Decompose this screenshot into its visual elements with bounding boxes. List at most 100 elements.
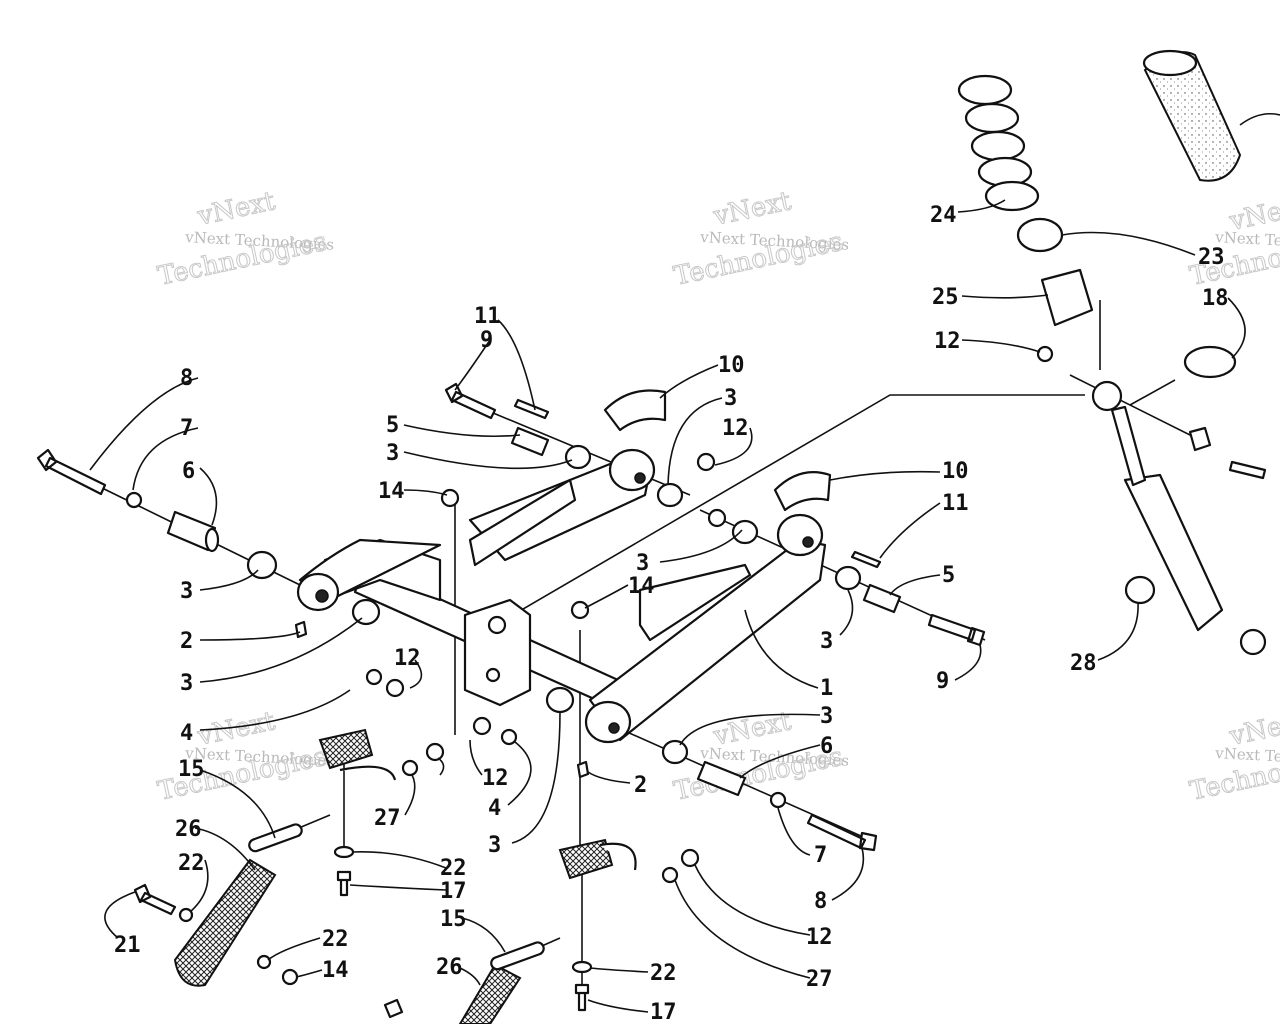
nut-12-f [680, 848, 700, 868]
callout-26: 26 [175, 817, 202, 842]
leader-lines [89, 112, 1280, 1013]
nut-12-g [1036, 345, 1054, 363]
spacer-5-lower [862, 583, 902, 614]
adjuster-ring-18 [1183, 345, 1237, 379]
callout-3: 3 [820, 704, 833, 729]
callout-2: 2 [634, 773, 647, 798]
cap-10-lower [773, 471, 832, 512]
bolt-17-left [336, 870, 352, 897]
callout-6: 6 [182, 459, 195, 484]
strap-pad-left [318, 728, 374, 770]
callout-3: 3 [180, 671, 193, 696]
svg-text:vNext: vNext [710, 186, 794, 232]
bolt-8-left [36, 448, 107, 496]
callout-labels: 8 7 6 3 2 3 4 11 9 5 3 14 10 3 12 10 11 … [114, 203, 1229, 1024]
callout-5: 5 [942, 563, 955, 588]
callout-22: 22 [440, 856, 467, 881]
bushing-3-e [731, 519, 759, 545]
spacer-5-upper [510, 426, 550, 457]
watermark-group: vNext vNext Technologies Technologies vN… [155, 186, 1280, 808]
callout-17: 17 [650, 1000, 677, 1024]
bushing-3-a [246, 550, 278, 580]
callout-12: 12 [934, 329, 961, 354]
center-bracket-hole [487, 615, 507, 635]
strap-loop-right [599, 842, 637, 871]
watermark-top-right: vNext vNext Technologies Technologies [1187, 191, 1280, 293]
slide-15-right [490, 941, 545, 971]
callout-26: 26 [436, 955, 463, 980]
callout-25: 25 [932, 285, 959, 310]
bolt-8-right [806, 813, 878, 852]
callout-17: 17 [440, 879, 467, 904]
callout-14: 14 [378, 479, 405, 504]
bolt-9-upper [444, 382, 497, 420]
cap-10-upper [603, 389, 667, 432]
callout-8: 8 [180, 366, 193, 391]
watermark-top-center: vNext vNext Technologies Technologies [671, 186, 850, 293]
washer-4-b [500, 728, 518, 746]
pin-11-lower [850, 550, 882, 569]
callout-7: 7 [814, 843, 827, 868]
front-arm-rod [638, 563, 752, 642]
callout-21: 21 [114, 933, 141, 958]
callout-22: 22 [650, 961, 677, 986]
callout-7: 7 [180, 416, 193, 441]
callout-3: 3 [636, 551, 649, 576]
washer-22-d [256, 954, 272, 970]
nuts-washers [125, 345, 1267, 986]
straps [173, 728, 637, 1024]
nut-14-b [570, 600, 590, 620]
callout-10: 10 [942, 459, 969, 484]
washer-22-b [571, 960, 593, 974]
front-arm-lower-eye [584, 700, 632, 744]
center-bracket [463, 598, 532, 707]
front-arm-eye [776, 513, 824, 557]
watermark-top-left: vNext vNext Technologies Technologies [155, 186, 335, 293]
callout-12: 12 [806, 925, 833, 950]
bushings [246, 444, 862, 765]
bolt-21 [133, 883, 177, 916]
callout-15: 15 [440, 907, 467, 932]
callout-27: 27 [374, 806, 401, 831]
bushing-shock-right [1239, 628, 1267, 656]
nut-14-a [440, 488, 460, 508]
callout-28: 28 [1070, 651, 1097, 676]
spacer-6-right [696, 760, 747, 797]
washer-27-a [401, 759, 419, 777]
callout-3: 3 [820, 629, 833, 654]
callout-14: 14 [628, 574, 655, 599]
upper-arm-eye-hole [634, 472, 646, 484]
callout-22: 22 [178, 851, 205, 876]
strap-26-right [458, 963, 522, 1024]
clip-2-right [576, 760, 590, 779]
svg-text:vNext: vNext [194, 186, 278, 232]
callout-3: 3 [488, 833, 501, 858]
washer-7-right [769, 791, 787, 809]
callout-9: 9 [480, 328, 493, 353]
callout-9: 9 [936, 669, 949, 694]
callout-18: 18 [1202, 286, 1229, 311]
clip-2-left [294, 620, 308, 639]
upper-arm-eye [608, 448, 656, 492]
nut-12-c [385, 678, 405, 698]
callout-12: 12 [722, 416, 749, 441]
bushing-3-h [661, 739, 689, 765]
strap-loop-left [339, 765, 397, 781]
front-arm-eye-hole [802, 536, 814, 548]
bolt-9-lower [927, 613, 986, 647]
spacer-6-left-end [204, 527, 220, 553]
callout-14: 14 [322, 958, 349, 983]
strap-26-left [173, 858, 277, 987]
washer-7-left [125, 491, 143, 509]
spring-24 [957, 74, 1040, 212]
upper-arm-rod [468, 478, 577, 567]
bushing-28 [1124, 575, 1156, 605]
washer-4-a [365, 668, 383, 686]
shock-top-eye [1091, 380, 1123, 412]
bushing-3-c [564, 444, 592, 470]
callout-22: 22 [322, 927, 349, 952]
arm-left-eye-hole [315, 589, 329, 603]
nut-12-a [696, 452, 716, 472]
shock-boot-opening [1142, 49, 1198, 77]
